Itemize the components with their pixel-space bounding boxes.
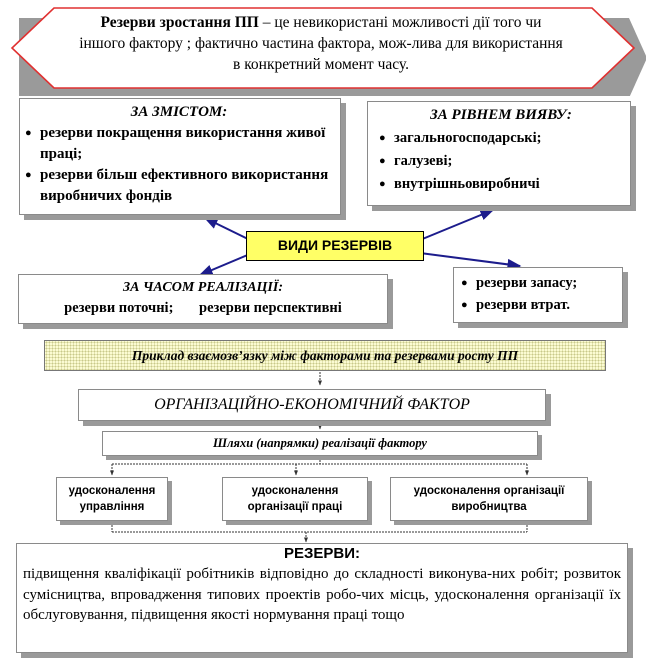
- ways-box: Шляхи (напрямки) реалізації фактору: [102, 431, 538, 456]
- reserves-text: підвищення кваліфікації робітників відпо…: [23, 566, 621, 623]
- by-content-title: ЗА ЗМІСТОМ:: [130, 104, 228, 120]
- arrow-to-level: [419, 209, 495, 241]
- by-time-title: ЗА ЧАСОМ РЕАЛІЗАЦІЇ:: [122, 280, 283, 295]
- direction-management: удосконалення управління: [56, 477, 168, 521]
- arrow-to-time: [198, 253, 251, 276]
- definition-text: Резерви зростання ПП – це невикористані …: [76, 12, 566, 75]
- direction-production-organization: удосконалення організації виробництва: [390, 477, 588, 521]
- list-item: загальногосподарські;: [378, 127, 624, 150]
- list-item: резерви покращення використання живої пр…: [24, 123, 334, 165]
- ways-branch: [112, 457, 527, 465]
- by-time-box: ЗА ЧАСОМ РЕАЛІЗАЦІЇ: резерви поточні; ре…: [18, 274, 388, 324]
- by-type-list: резерви запасу; резерви втрат.: [460, 272, 618, 316]
- reserves-box: РЕЗЕРВИ: підвищення кваліфікації робітни…: [16, 543, 628, 653]
- list-item: резерви запасу;: [460, 272, 618, 294]
- banner-shape: [10, 7, 646, 96]
- list-item: резерви більш ефективного використання в…: [24, 165, 334, 207]
- by-level-box: ЗА РІВНЕМ ВИЯВУ: загальногосподарські; г…: [367, 101, 631, 206]
- arrow-to-content: [203, 217, 251, 241]
- by-content-box: ЗА ЗМІСТОМ: резерви покращення використа…: [19, 98, 341, 215]
- reserves-title: РЕЗЕРВИ:: [283, 545, 361, 562]
- time-current: резерви поточні;: [64, 300, 174, 316]
- list-item: резерви втрат.: [460, 294, 618, 316]
- list-item: галузеві;: [378, 150, 624, 173]
- direction-labor-organization: удосконалення організації праці: [222, 477, 368, 521]
- by-time-values: резерви поточні; резерви перспективні: [25, 298, 381, 319]
- by-level-list: загальногосподарські; галузеві; внутрішн…: [378, 127, 624, 196]
- by-level-title: ЗА РІВНЕМ ВИЯВУ:: [430, 107, 572, 123]
- by-type-box: резерви запасу; резерви втрат.: [453, 267, 623, 323]
- definition-body: – це невикористані можливості дії того ч…: [79, 14, 563, 73]
- time-perspective: резерви перспективні: [199, 300, 342, 316]
- reserve-types-node: ВИДИ РЕЗЕРВІВ: [246, 231, 424, 261]
- definition-banner: Резерви зростання ПП – це невикористані …: [6, 4, 646, 96]
- list-item: внутрішньовиробничі: [378, 173, 624, 196]
- definition-term: Резерви зростання ПП: [100, 14, 259, 31]
- by-content-list: резерви покращення використання живої пр…: [24, 123, 334, 207]
- example-banner: Приклад взаємозв’язку між факторами та р…: [44, 340, 606, 371]
- directions-join: [111, 522, 528, 533]
- factor-box: ОРГАНІЗАЦІЙНО-ЕКОНОМІЧНИЙ ФАКТОР: [78, 389, 546, 421]
- arrow-to-type: [419, 252, 522, 270]
